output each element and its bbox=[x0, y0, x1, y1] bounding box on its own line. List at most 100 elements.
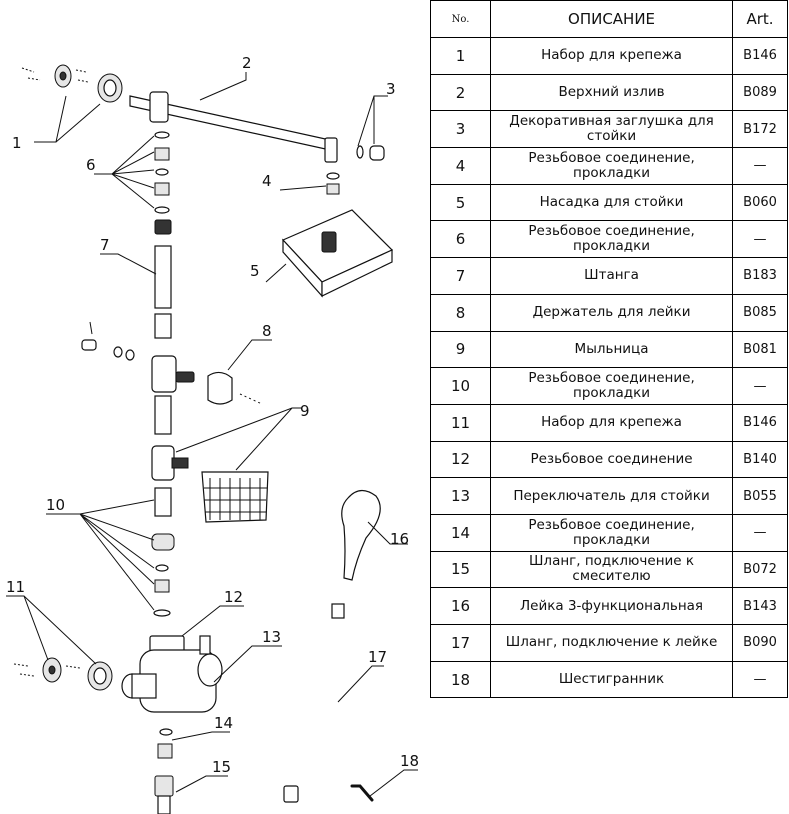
row-art: B060 bbox=[732, 183, 788, 222]
callout-8: 8 bbox=[262, 322, 272, 340]
row-no: 11 bbox=[430, 403, 491, 442]
row-art: B183 bbox=[732, 257, 788, 295]
callout-13: 13 bbox=[262, 628, 281, 646]
callout-labels: 1 2 3 4 5 6 7 8 9 10 11 12 13 14 15 16 1… bbox=[6, 54, 419, 776]
table-header-row: No. ОПИСАНИЕ Art. bbox=[430, 0, 788, 38]
part-8-hand-shower-holder bbox=[81, 321, 263, 435]
row-description: Переключатель для стойки bbox=[489, 477, 734, 515]
callout-9: 9 bbox=[300, 402, 310, 420]
row-no: 9 bbox=[430, 330, 491, 369]
header-no: No. bbox=[430, 0, 491, 38]
row-no: 18 bbox=[430, 660, 491, 699]
leader-lines bbox=[6, 72, 418, 797]
callout-11: 11 bbox=[6, 578, 25, 596]
callout-7: 7 bbox=[100, 236, 110, 254]
part-16-hand-shower bbox=[341, 489, 381, 581]
row-art: B072 bbox=[732, 550, 788, 589]
row-no: 10 bbox=[430, 367, 491, 405]
row-art: B081 bbox=[732, 330, 788, 369]
callout-12: 12 bbox=[224, 588, 243, 606]
row-no: 2 bbox=[430, 73, 491, 112]
row-no: 8 bbox=[430, 293, 491, 332]
row-no: 5 bbox=[430, 183, 491, 222]
row-no: 1 bbox=[430, 37, 491, 75]
row-no: 14 bbox=[430, 513, 491, 552]
row-description: Мыльница bbox=[489, 330, 734, 369]
row-description: Лейка 3-функциональная bbox=[489, 587, 734, 625]
callout-2: 2 bbox=[242, 54, 252, 72]
part-15-hose-mixer bbox=[154, 775, 174, 814]
row-no: 15 bbox=[430, 550, 491, 589]
callout-17: 17 bbox=[368, 648, 387, 666]
header-description: ОПИСАНИЕ bbox=[489, 0, 734, 38]
row-description: Шланг, подключение к смесителю bbox=[489, 550, 734, 589]
part-1-mount-set bbox=[21, 64, 123, 103]
row-description: Набор для крепежа bbox=[489, 37, 734, 75]
row-no: 12 bbox=[430, 440, 491, 479]
row-description: Резьбовое соединение bbox=[489, 440, 734, 479]
row-no: 16 bbox=[430, 587, 491, 625]
row-description: Резьбовое соединение, прокладки bbox=[489, 367, 734, 405]
row-description: Резьбовое соединение, прокладки bbox=[489, 220, 734, 259]
part-7-rod bbox=[154, 245, 172, 339]
row-description: Декоративная заглушка для стойки bbox=[489, 110, 734, 149]
part-9-soap-dish bbox=[151, 445, 269, 523]
callout-5: 5 bbox=[250, 262, 260, 280]
header-art: Art. bbox=[732, 0, 788, 38]
row-no: 3 bbox=[430, 110, 491, 149]
row-art: B090 bbox=[732, 624, 788, 662]
row-art: — bbox=[732, 220, 788, 259]
row-description: Резьбовое соединение, прокладки bbox=[489, 147, 734, 185]
row-description: Резьбовое соединение, прокладки bbox=[489, 513, 734, 552]
row-art: B055 bbox=[732, 477, 788, 515]
part-2-top-spout bbox=[129, 91, 338, 163]
part-11-mount-set bbox=[13, 657, 113, 691]
row-art: B146 bbox=[732, 37, 788, 75]
row-art: B140 bbox=[732, 440, 788, 479]
part-3-decorative-cap bbox=[356, 145, 385, 161]
part-13-diverter bbox=[121, 635, 223, 713]
callout-14: 14 bbox=[214, 714, 233, 732]
part-6-connection-stack bbox=[154, 131, 172, 235]
row-no: 6 bbox=[430, 220, 491, 259]
part-18-hex-key bbox=[350, 784, 374, 802]
row-art: — bbox=[732, 513, 788, 552]
part-5-shower-head bbox=[281, 209, 394, 298]
row-art: B143 bbox=[732, 587, 788, 625]
row-art: — bbox=[732, 367, 788, 405]
part-14-threaded-connection bbox=[157, 728, 173, 759]
row-description: Насадка для стойки bbox=[489, 183, 734, 222]
row-description: Набор для крепежа bbox=[489, 403, 734, 442]
row-description: Шестигранник bbox=[489, 660, 734, 699]
row-art: — bbox=[732, 660, 788, 699]
callout-10: 10 bbox=[46, 496, 65, 514]
row-art: B085 bbox=[732, 293, 788, 332]
row-no: 17 bbox=[430, 624, 491, 662]
callout-3: 3 bbox=[386, 80, 396, 98]
row-no: 7 bbox=[430, 257, 491, 295]
part-10-connection-stack bbox=[151, 487, 175, 617]
row-description: Шланг, подключение к лейке bbox=[489, 624, 734, 662]
callout-6: 6 bbox=[86, 156, 96, 174]
part-4-threaded-connection bbox=[326, 172, 340, 195]
row-art: B089 bbox=[732, 73, 788, 112]
row-art: — bbox=[732, 147, 788, 185]
